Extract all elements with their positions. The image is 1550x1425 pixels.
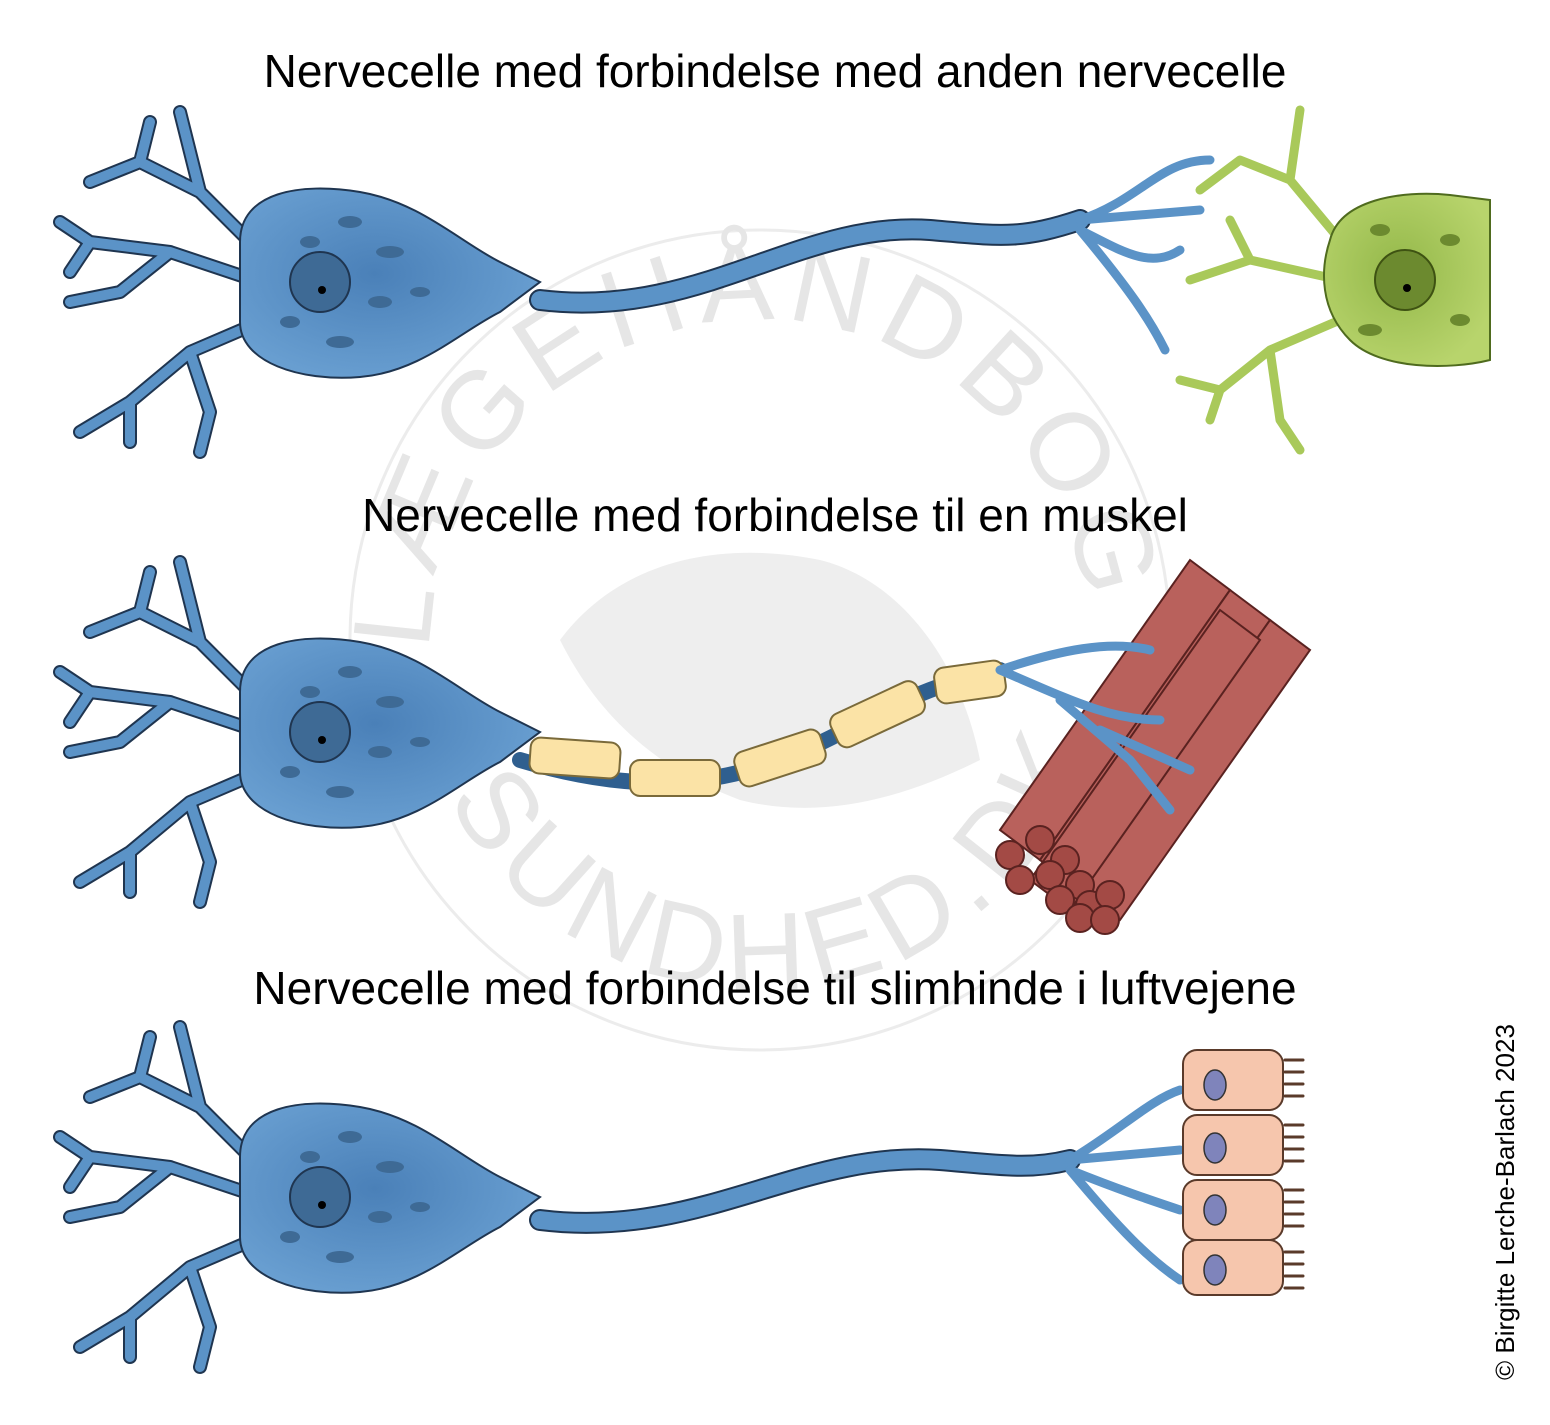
panel-title-nerve-to-mucosa: Nervecelle med forbindelse til slimhinde… [253,962,1297,1014]
axon-terminals [1065,1085,1185,1285]
myelin-sheath [528,659,1007,797]
axon-terminals [995,641,1195,815]
axon-terminals [1075,155,1215,355]
source-neuron [60,1027,540,1367]
panel-title-nerve-to-nerve: Nervecelle med forbindelse med anden ner… [263,45,1287,97]
muscle-fibers [995,558,1312,935]
watermark: LÆGEHÅNDBOG SUNDHED.DK [330,219,1176,1052]
panel-nerve-to-nerve [60,105,1491,455]
panel-nerve-to-mucosa [60,1027,1305,1367]
panel-nerve-to-muscle [60,558,1312,935]
panel-title-nerve-to-muscle: Nervecelle med forbindelse til en muskel [362,489,1188,541]
copyright-credit: © Birgitte Lerche-Barlach 2023 [1490,1024,1520,1380]
epithelial-cells [1182,1049,1305,1296]
target-neuron [1175,105,1491,455]
